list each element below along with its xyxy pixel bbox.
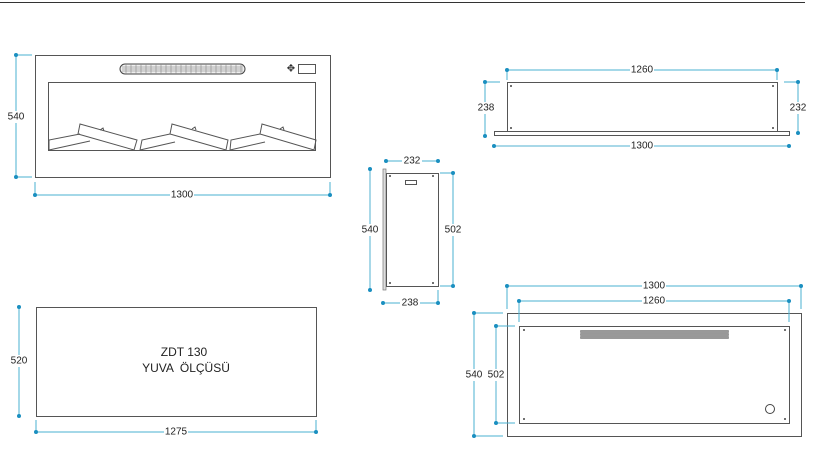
display-panel xyxy=(298,64,316,74)
niche-height-label: 520 xyxy=(11,356,28,367)
back-vents xyxy=(580,330,729,339)
front-view: ✥ 540 1300 xyxy=(6,53,332,201)
top-view: 1260 1300 238 232 xyxy=(476,64,808,152)
back-view: 1300 1260 540 502 xyxy=(464,280,803,438)
back-outer-width-label: 1300 xyxy=(643,281,666,292)
top-body xyxy=(507,82,778,132)
back-frame xyxy=(507,313,802,437)
logs xyxy=(48,123,317,151)
side-body xyxy=(386,173,439,287)
front-frame xyxy=(35,55,331,178)
grille-mesh xyxy=(122,66,243,72)
back-outer-height-label: 540 xyxy=(466,370,483,381)
front-height-label: 540 xyxy=(8,112,25,123)
side-top-depth-label: 232 xyxy=(404,156,421,167)
back-inner-height-label: 502 xyxy=(488,370,505,381)
niche-view: ZDT 130 YUVA ÖLÇÜSÜ 520 1275 xyxy=(9,305,318,438)
control-icon: ✥ xyxy=(287,64,295,75)
niche-frame xyxy=(36,307,317,417)
back-inner-width-label: 1260 xyxy=(643,296,666,307)
side-view: 232 238 540 502 xyxy=(360,155,463,309)
side-front-strip xyxy=(382,168,387,291)
niche-subtitle: YUVA ÖLÇÜSÜ xyxy=(142,361,230,375)
top-outer-width-label: 1300 xyxy=(631,141,654,152)
firebox xyxy=(48,82,316,151)
top-inner-width-label: 1260 xyxy=(631,65,654,76)
top-left-depth-label: 238 xyxy=(478,103,495,114)
side-inner-height-label: 502 xyxy=(445,225,462,236)
cable-hole xyxy=(765,404,775,414)
front-width-label: 1300 xyxy=(171,190,194,201)
back-panel xyxy=(519,326,790,424)
top-right-depth-label: 232 xyxy=(790,103,807,114)
side-bottom-depth-label: 238 xyxy=(402,298,419,309)
niche-title: ZDT 130 xyxy=(161,345,208,359)
side-outer-height-label: 540 xyxy=(362,225,379,236)
top-base-strip xyxy=(494,131,790,136)
niche-width-label: 1275 xyxy=(165,427,188,438)
side-slot xyxy=(405,180,417,185)
